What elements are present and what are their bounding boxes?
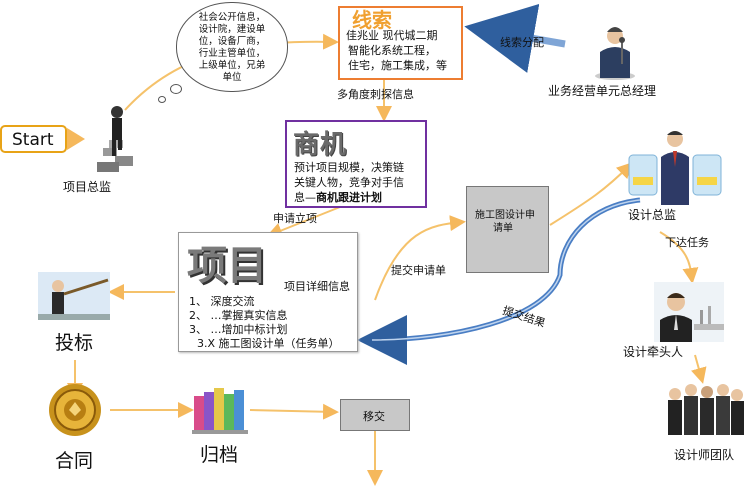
project-director-figure [97, 106, 133, 172]
project-detail-label: 项目详细信息 [284, 280, 350, 293]
arrow-request-to-design-director [549, 162, 633, 226]
opportunity-title: 商机 [293, 130, 348, 160]
clue-line: 住宅，施工集成，等 [348, 59, 447, 72]
arrow-submit-request [374, 215, 466, 301]
design-request-box: 施工图设计申 请单 [466, 186, 549, 273]
arrow-opportunity-to-project [266, 204, 346, 238]
thought-line: 社会公开信息， [198, 12, 266, 23]
project-item: 2、 …掌握真实信息 [189, 309, 288, 322]
thought-cloud [176, 2, 288, 92]
thought-line: 行业主管单位， [198, 48, 266, 59]
bid-figure [38, 272, 110, 320]
thought-line: 上级单位，兄弟 [198, 60, 266, 71]
issue-task-label: 下达任务 [665, 236, 709, 249]
arrow-issue-task [659, 231, 699, 284]
thought-text: 社会公开信息， 设计院，建设单 位，设备厂商， 行业主管单位， 上级单位，兄弟 … [186, 12, 278, 84]
biz-manager-label: 业务经营单元总经理 [548, 84, 657, 98]
designer-team-label: 设计师团队 [674, 448, 735, 462]
arrow-clue-distribution [464, 3, 566, 73]
design-director-label: 设计总监 [628, 208, 677, 222]
start-node: Start [0, 125, 67, 153]
thought-bubble-small [158, 96, 166, 103]
multi-angle-label: 多角度刺探信息 [337, 88, 414, 101]
submit-request-label: 提交申请单 [391, 264, 446, 277]
arrow-archive-to-handover [249, 403, 339, 420]
biz-manager-figure [595, 27, 635, 80]
opportunity-line-prefix: 息— [294, 191, 316, 204]
project-item: 3、 …增加中标计划 [189, 323, 288, 336]
thought-bubble-large [170, 84, 182, 94]
project-title: 项目 [187, 243, 267, 289]
thought-line: 设计院，建设单 [198, 24, 266, 35]
clue-line: 智能化系统工程， [348, 44, 436, 57]
clue-distribution-label: 线索分配 [500, 36, 544, 49]
clue-box: 线索 佳兆业 现代城二期 智能化系统工程， 住宅，施工集成，等 [338, 6, 463, 80]
design-director-figure [628, 131, 722, 205]
start-arrow [67, 128, 85, 150]
contract-medal-icon [49, 384, 101, 436]
contract-label: 合同 [55, 450, 94, 472]
project-box: 项目 项目详细信息 1、 深度交流 2、 …掌握真实信息 3、 …增加中标计划 … [178, 232, 358, 352]
opportunity-line: 预计项目规模，决策链 [294, 161, 404, 174]
opportunity-line: 关键人物，竞争对手信 [294, 176, 404, 189]
archive-books-icon [192, 388, 248, 434]
thought-line: 位，设备厂商， [198, 36, 266, 47]
design-request-line: 请单 [493, 223, 513, 234]
start-label: Start [12, 130, 54, 150]
opportunity-box: 商机 预计项目规模，决策链 关键人物，竞争对手信 息—商机跟进计划 [285, 120, 427, 208]
handover-label: 移交 [363, 410, 385, 423]
bid-label: 投标 [55, 332, 94, 354]
clue-line: 佳兆业 现代城二期 [346, 29, 438, 42]
handover-box: 移交 [340, 399, 410, 431]
opportunity-plan: 商机跟进计划 [316, 191, 382, 204]
project-director-label: 项目总监 [63, 180, 112, 194]
clue-title: 线索 [352, 8, 392, 32]
arrow-leader-to-team [691, 354, 707, 384]
design-leader-figure [654, 282, 724, 342]
design-leader-label: 设计牵头人 [623, 345, 684, 359]
project-item: 3.X 施工图设计单（任务单） [197, 337, 340, 350]
archive-label: 归档 [200, 444, 239, 466]
thought-line: 单位 [222, 72, 242, 83]
apply-project-label: 申请立项 [273, 212, 317, 225]
design-request-line: 施工图设计申 [475, 210, 535, 221]
designer-team-figure [668, 384, 744, 435]
project-item: 1、 深度交流 [189, 295, 255, 308]
